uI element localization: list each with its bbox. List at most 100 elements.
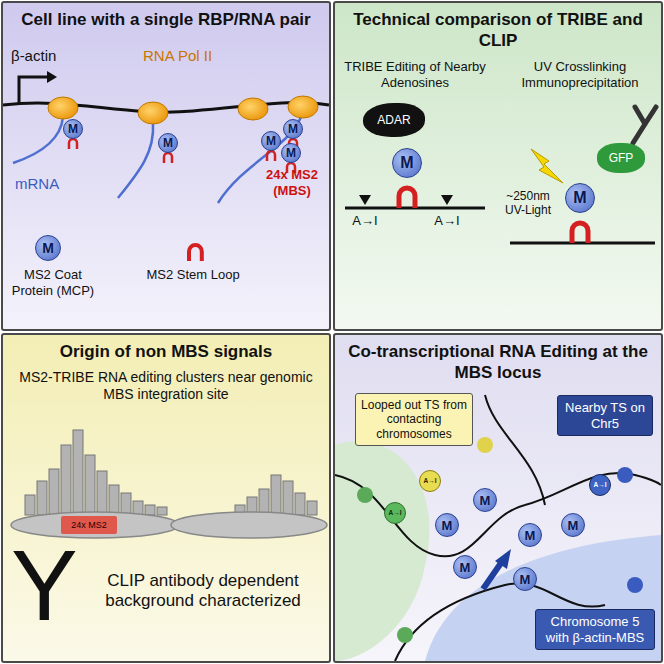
node-text: M <box>288 123 298 135</box>
transcription-arrow <box>495 549 511 569</box>
ms2-stem-loop <box>164 153 172 163</box>
panel: Technical comparison of TRIBE and CLIP AD… <box>333 1 663 331</box>
node-text: ADAR <box>377 113 410 127</box>
editing-dot: A→I <box>419 470 441 492</box>
mcp-circle: M <box>281 143 301 163</box>
part-label: RNA Pol II <box>143 47 212 65</box>
editing-cluster-bar <box>121 493 131 515</box>
node-text: Chromosome 5 with β-actin-MBS <box>541 614 649 645</box>
node-text: M <box>480 494 491 507</box>
ms2-stem-loop <box>399 188 415 208</box>
mcp-circle: M <box>473 488 497 512</box>
panel: Origin of non MBS signals 24x MS2 MS2-TRIB… <box>1 333 331 663</box>
editing-cluster-bar <box>49 469 59 515</box>
panel-ground <box>3 335 329 661</box>
editing-cluster-bar <box>85 455 95 515</box>
transcription-site-dot <box>357 487 373 503</box>
part-label: 24x MS2 (MBS) <box>257 167 327 198</box>
mrna-strand <box>13 117 301 203</box>
gfp-blob: GFP <box>597 143 645 173</box>
signal-origin-illustration <box>3 335 329 661</box>
mbs-site-box: 24x MS2 <box>61 516 117 534</box>
node-text: M <box>286 147 296 159</box>
promoter-arrow <box>47 71 57 83</box>
node-text: M <box>68 123 78 135</box>
chromatin-fibre <box>525 473 661 505</box>
editing-cluster-bar <box>259 489 269 515</box>
editing-cluster-bar <box>271 475 281 515</box>
panel-ground <box>3 3 329 329</box>
mcp-circle: M <box>261 131 281 151</box>
mrna-strand <box>13 117 63 163</box>
node-text: Nearby TS on Chr5 <box>563 400 647 431</box>
editing-cluster-bar <box>97 471 107 515</box>
method-label: UV Crosslinking Immunoprecipitation <box>503 59 657 90</box>
uv-label: ~250nm UV-Light <box>495 189 561 218</box>
rna-pol-ii <box>288 96 318 118</box>
mcp-circle: M <box>158 133 178 153</box>
transcription-site-dot <box>397 627 413 643</box>
node-text: M <box>400 155 413 171</box>
panel-title: Origin of non MBS signals <box>11 341 321 362</box>
panel-title: Technical comparison of TRIBE and CLIP <box>343 9 653 52</box>
chromosome-shape <box>171 512 327 538</box>
method-label: TRIBE Editing of Nearby Adenosines <box>340 59 490 90</box>
editing-cluster-bar <box>307 501 317 515</box>
chromosome-5-region <box>425 535 661 661</box>
panel-title: Co-transcriptional RNA Editing at the MB… <box>343 341 653 384</box>
callout-box: Nearby TS on Chr5 <box>557 395 653 436</box>
edit-triangle <box>441 195 453 205</box>
editing-cluster-bar <box>109 485 119 515</box>
node-text: M <box>573 190 586 206</box>
rna-line <box>510 242 655 245</box>
callout-box: Chromosome 5 with β-actin-MBS <box>535 609 655 650</box>
editing-cluster-bar <box>157 507 167 515</box>
panel: Co-transcriptional RNA Editing at the MB… <box>333 333 663 663</box>
mcp-circle: M <box>63 119 83 139</box>
neighbour-chromosome-region <box>335 441 429 661</box>
node-text: A→I <box>389 510 402 517</box>
gene-label: β-actin <box>11 47 56 65</box>
legend-label: MS2 Stem Loop <box>143 267 243 283</box>
tribe-clip-illustration <box>335 3 661 329</box>
edit-label: A→I <box>429 213 465 229</box>
node-text: A→I <box>424 478 437 485</box>
antibody-letter: Y <box>11 535 78 635</box>
promoter-arrow <box>19 77 47 105</box>
node-text: 24x MS2 <box>71 520 107 531</box>
edit-label: A→I <box>347 213 383 229</box>
editing-dot: A→I <box>589 474 611 496</box>
node-text: GFP <box>609 151 634 165</box>
adar-blob: ADAR <box>363 103 425 137</box>
note-label: CLIP antibody dependent background chara… <box>83 571 323 612</box>
node-text: M <box>163 137 173 149</box>
rna-pol-ii <box>48 96 318 124</box>
editing-dot: A→I <box>384 502 406 524</box>
editing-cluster-bar <box>145 505 155 515</box>
transcription-site-dot <box>617 467 633 483</box>
callout-box: Looped out TS from contacting chromosome… <box>355 393 473 446</box>
mcp-circle: M <box>565 183 595 213</box>
part-label: mRNA <box>15 175 59 193</box>
ms2-stem-loop <box>69 139 77 149</box>
mcp-circle: M <box>283 119 303 139</box>
node-text: M <box>266 135 276 147</box>
node-text: M <box>568 519 579 532</box>
rna-pol-ii <box>138 102 168 124</box>
panel-ground <box>335 335 661 661</box>
node-text: M <box>442 519 453 532</box>
panel-ground <box>335 3 661 329</box>
editing-cluster-bar <box>25 495 35 515</box>
node-text: M <box>460 561 471 574</box>
editing-cluster-bar <box>25 430 317 515</box>
chromatin-fibre <box>485 395 545 505</box>
node-text: M <box>525 529 536 542</box>
transcription-site-dot <box>627 577 643 593</box>
editing-cluster-bar <box>61 445 71 515</box>
node-text: A→I <box>594 482 607 489</box>
chromatin-fibre <box>335 395 661 661</box>
edit-triangle <box>359 195 371 205</box>
legend-stem-loop <box>189 245 202 261</box>
note-label: MS2-TRIBE RNA editing clusters near geno… <box>18 369 314 403</box>
